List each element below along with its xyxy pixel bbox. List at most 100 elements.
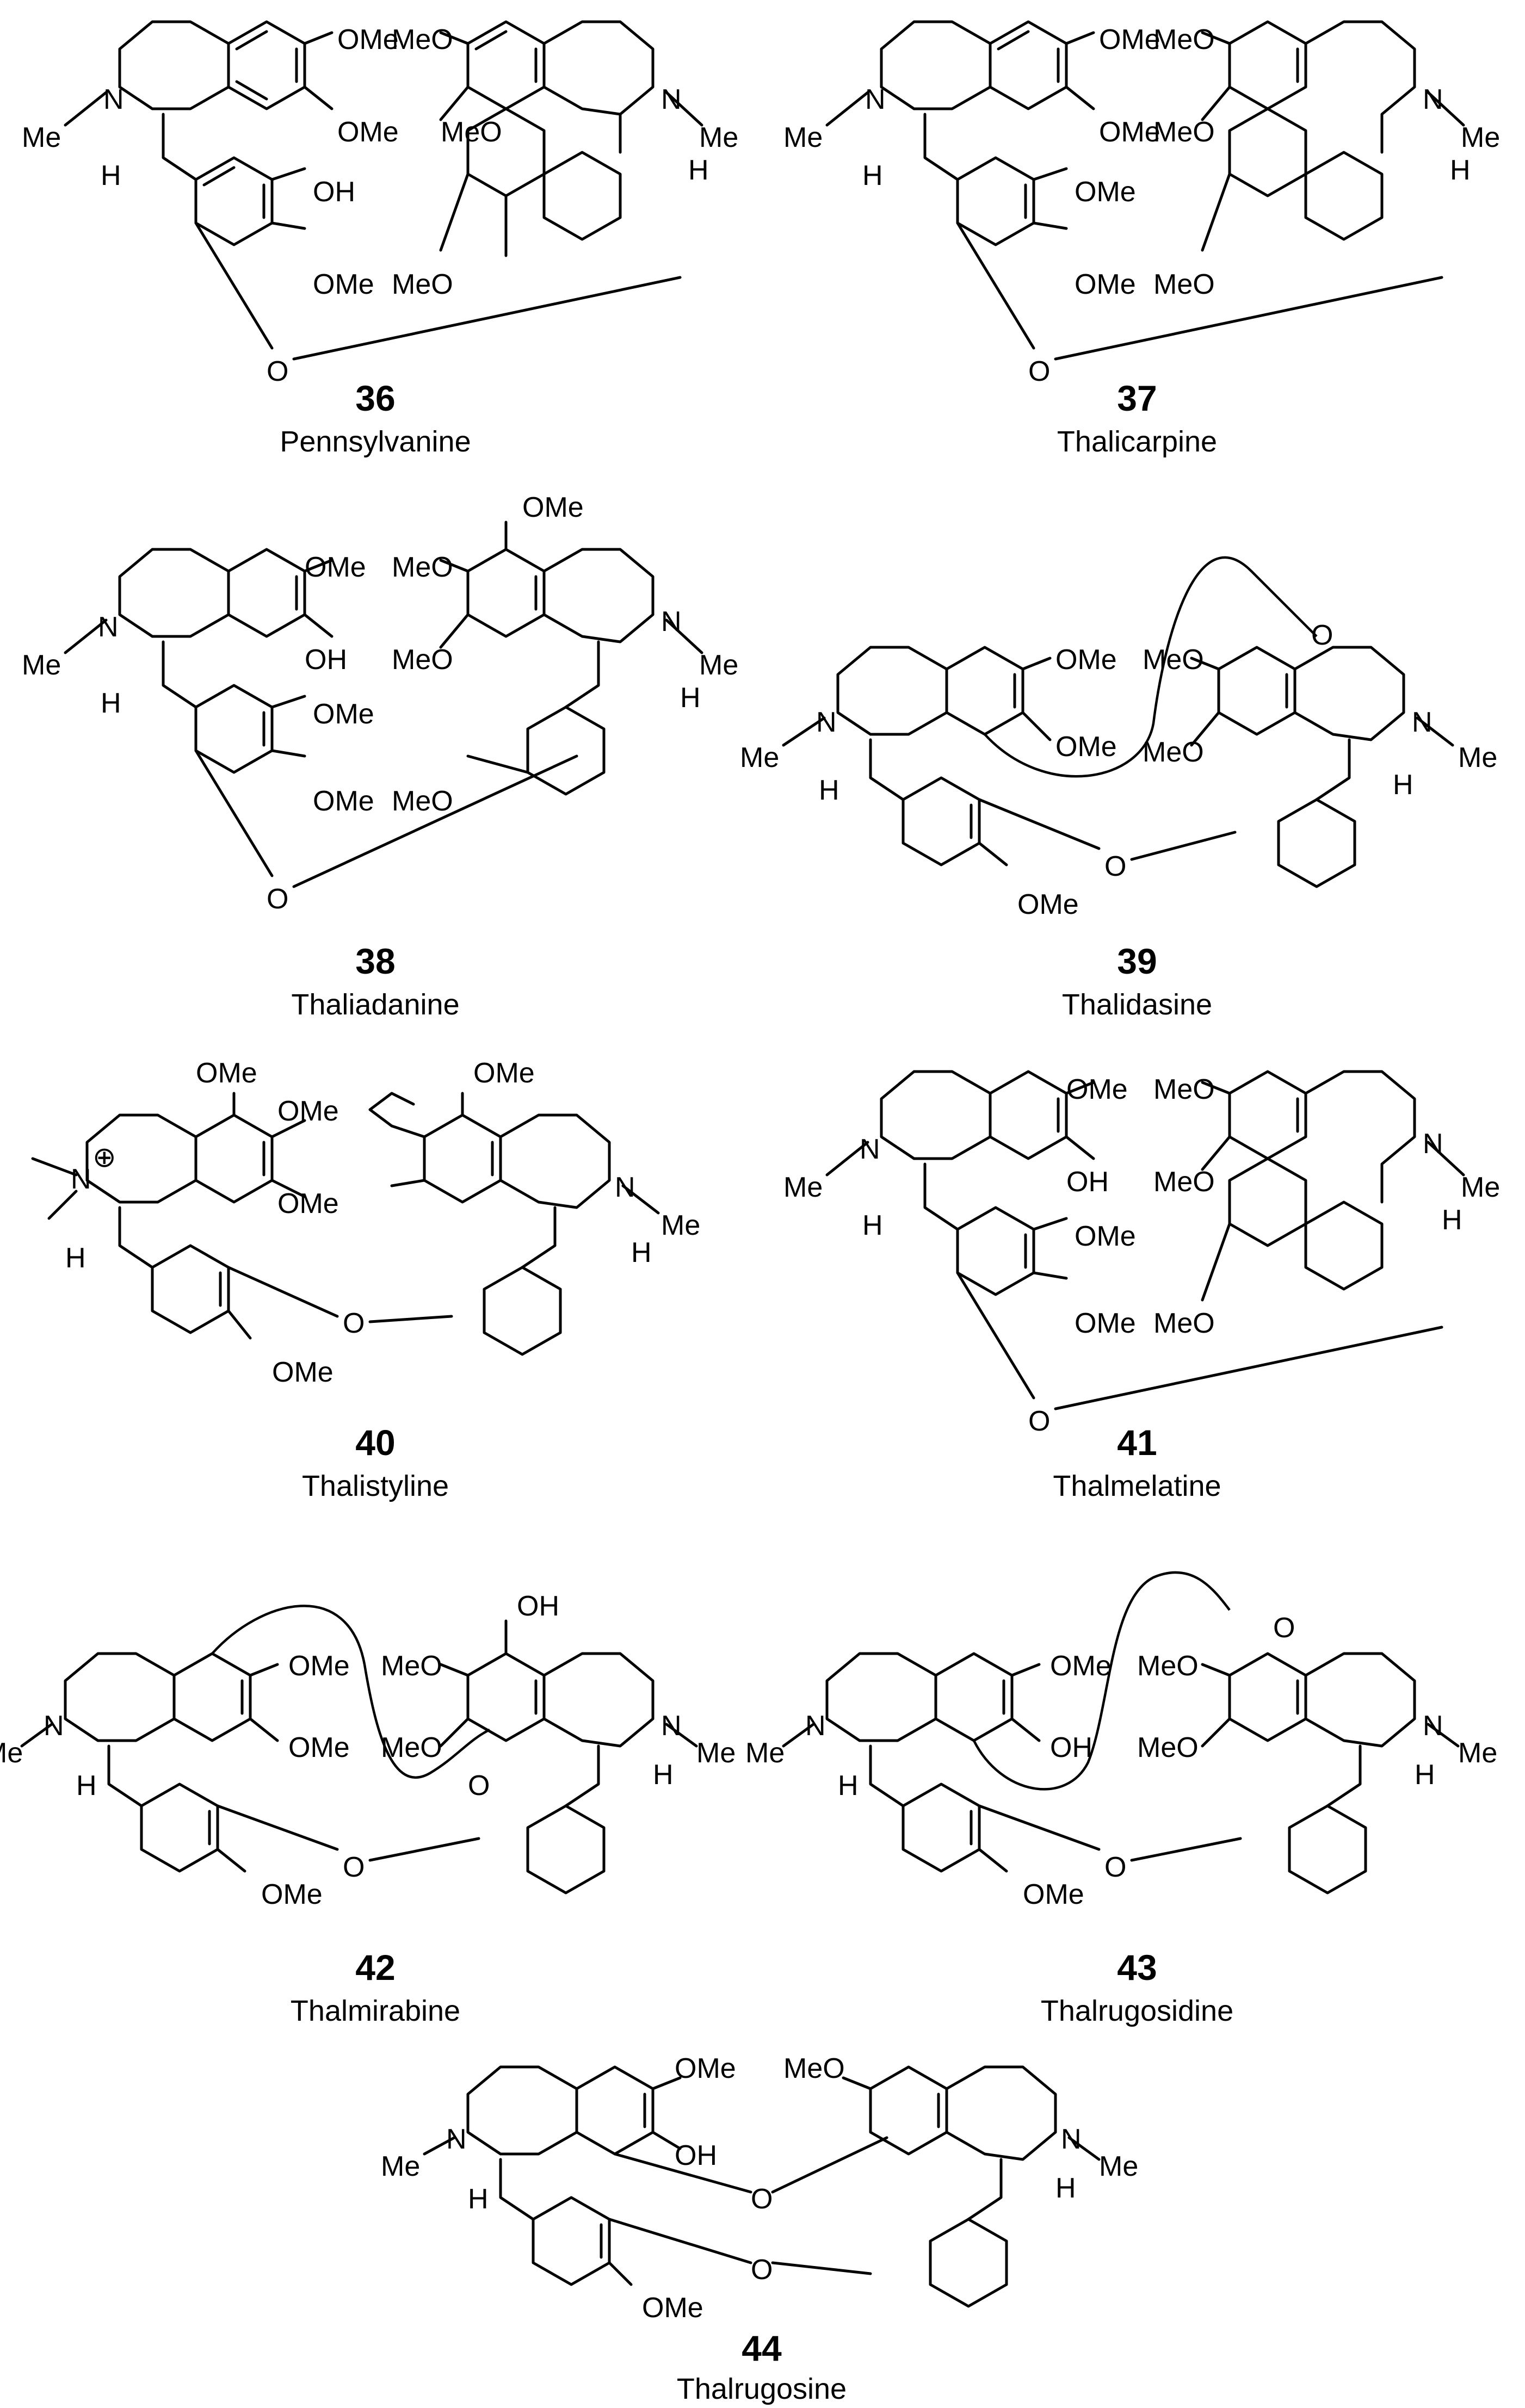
label-me: Me bbox=[1461, 1172, 1500, 1203]
label-ome: OMe bbox=[196, 1057, 257, 1089]
label-n: N bbox=[44, 1710, 64, 1742]
label-ome: OMe bbox=[261, 1879, 323, 1910]
label-me: Me bbox=[1461, 122, 1500, 153]
label-ome: OMe bbox=[1075, 1308, 1136, 1339]
label-n: N bbox=[615, 1172, 635, 1203]
compound-name: Thalistyline bbox=[302, 1470, 449, 1502]
label-me: Me bbox=[696, 1737, 736, 1769]
label-ome: OMe bbox=[337, 116, 399, 148]
label-n: N bbox=[1061, 2124, 1082, 2155]
label-meo: MeO bbox=[1153, 116, 1215, 148]
label-ome: OMe bbox=[1099, 24, 1160, 55]
label-meo: MeO bbox=[392, 552, 453, 583]
label-n: N bbox=[805, 1710, 826, 1742]
label-ome: OMe bbox=[288, 1732, 350, 1763]
label-o: O bbox=[343, 1852, 365, 1883]
label-meo: MeO bbox=[381, 1650, 442, 1682]
label-meo: MeO bbox=[1143, 736, 1204, 768]
label-h: H bbox=[680, 682, 701, 714]
label-h: H bbox=[1450, 154, 1471, 186]
label-n: N bbox=[71, 1163, 91, 1195]
label-ome: OMe bbox=[272, 1357, 334, 1388]
label-ome: OMe bbox=[288, 1650, 350, 1682]
label-h: H bbox=[76, 1770, 97, 1802]
label-n: N bbox=[661, 84, 682, 115]
label-me: Me bbox=[783, 122, 823, 153]
label-ome: OMe bbox=[277, 1095, 339, 1127]
label-meo: MeO bbox=[1153, 1308, 1215, 1339]
label-o: O bbox=[267, 883, 288, 915]
label-meo: MeO bbox=[783, 2053, 845, 2084]
label-meo: MeO bbox=[441, 116, 502, 148]
label-h: H bbox=[862, 1210, 883, 1241]
label-n: N bbox=[661, 1710, 682, 1742]
label-ome: OMe bbox=[313, 269, 374, 300]
label-me: Me bbox=[783, 1172, 823, 1203]
label-ome: OMe bbox=[305, 552, 366, 583]
label-h: H bbox=[101, 688, 121, 719]
label-oh: OH bbox=[1066, 1166, 1109, 1198]
label-n: N bbox=[1423, 84, 1443, 115]
label-h: H bbox=[653, 1759, 674, 1791]
label-h: H bbox=[1055, 2172, 1076, 2204]
label-meo: MeO bbox=[1153, 1074, 1215, 1105]
label-ome: OMe bbox=[642, 2292, 703, 2324]
label-ome: OMe bbox=[1023, 1879, 1084, 1910]
compound-number: 41 bbox=[1117, 1422, 1157, 1463]
compound-number: 36 bbox=[355, 378, 395, 418]
label-plus: ⊕ bbox=[92, 1142, 116, 1173]
compound-number: 44 bbox=[742, 2328, 782, 2368]
label-meo: MeO bbox=[392, 269, 453, 300]
label-n: N bbox=[860, 1134, 880, 1165]
label-oh: OH bbox=[1050, 1732, 1092, 1763]
compound-number: 38 bbox=[355, 941, 395, 981]
compound-number: 42 bbox=[355, 1947, 395, 1988]
structure-39: OMe OMe OMe N Me H O O MeO MeO N Me H 39… bbox=[740, 556, 1497, 1021]
label-n: N bbox=[816, 707, 837, 738]
label-meo: MeO bbox=[1143, 644, 1204, 676]
label-me: Me bbox=[745, 1737, 785, 1769]
label-n: N bbox=[865, 84, 886, 115]
label-oh: OH bbox=[305, 644, 347, 676]
label-ome: OMe bbox=[1055, 731, 1117, 763]
label-me: Me bbox=[1458, 742, 1497, 773]
label-ome: OMe bbox=[675, 2053, 736, 2084]
label-h: H bbox=[862, 160, 883, 191]
label-o: O bbox=[1104, 851, 1126, 882]
label-ome: OMe bbox=[1075, 176, 1136, 208]
label-h: H bbox=[631, 1237, 652, 1268]
label-o: O bbox=[468, 1770, 490, 1802]
structure-38: OMe OH OMe OMe N Me H O OMe MeO MeO MeO … bbox=[22, 492, 738, 1021]
compound-name: Thalmelatine bbox=[1053, 1470, 1221, 1502]
label-ome: OMe bbox=[277, 1188, 339, 1220]
label-n: N bbox=[103, 84, 124, 115]
label-meo: MeO bbox=[392, 644, 453, 676]
label-o: O bbox=[1311, 620, 1333, 651]
label-o: O bbox=[343, 1308, 365, 1339]
label-h: H bbox=[65, 1242, 86, 1274]
label-me: Me bbox=[381, 2151, 420, 2182]
label-meo: MeO bbox=[381, 1732, 442, 1763]
label-meo: MeO bbox=[1137, 1732, 1199, 1763]
label-meo: MeO bbox=[392, 785, 453, 817]
label-me: Me bbox=[661, 1210, 700, 1241]
label-meo: MeO bbox=[1137, 1650, 1199, 1682]
label-o: O bbox=[1028, 356, 1050, 387]
label-me: Me bbox=[699, 649, 738, 681]
label-n: N bbox=[661, 606, 682, 637]
compound-number: 39 bbox=[1117, 941, 1157, 981]
label-oh: OH bbox=[517, 1590, 559, 1622]
structure-43: OMe OH OMe N Me H O O MeO MeO N Me H 43 … bbox=[745, 1571, 1497, 2027]
compound-name: Thalidasine bbox=[1062, 988, 1212, 1021]
label-me: Me bbox=[22, 649, 61, 681]
label-n: N bbox=[1412, 707, 1433, 738]
structure-41: OMe OH OMe OMe N Me H O MeO MeO MeO N Me… bbox=[783, 1070, 1500, 1502]
label-ome: OMe bbox=[1075, 269, 1136, 300]
structure-42: OMe OMe OMe N Me H O O OH MeO MeO N Me H… bbox=[0, 1590, 736, 2027]
compound-number: 43 bbox=[1117, 1947, 1157, 1988]
label-ome: OMe bbox=[1099, 116, 1160, 148]
label-meo: MeO bbox=[1153, 269, 1215, 300]
compound-name: Thalicarpine bbox=[1057, 425, 1217, 458]
label-ome: OMe bbox=[1075, 1221, 1136, 1252]
